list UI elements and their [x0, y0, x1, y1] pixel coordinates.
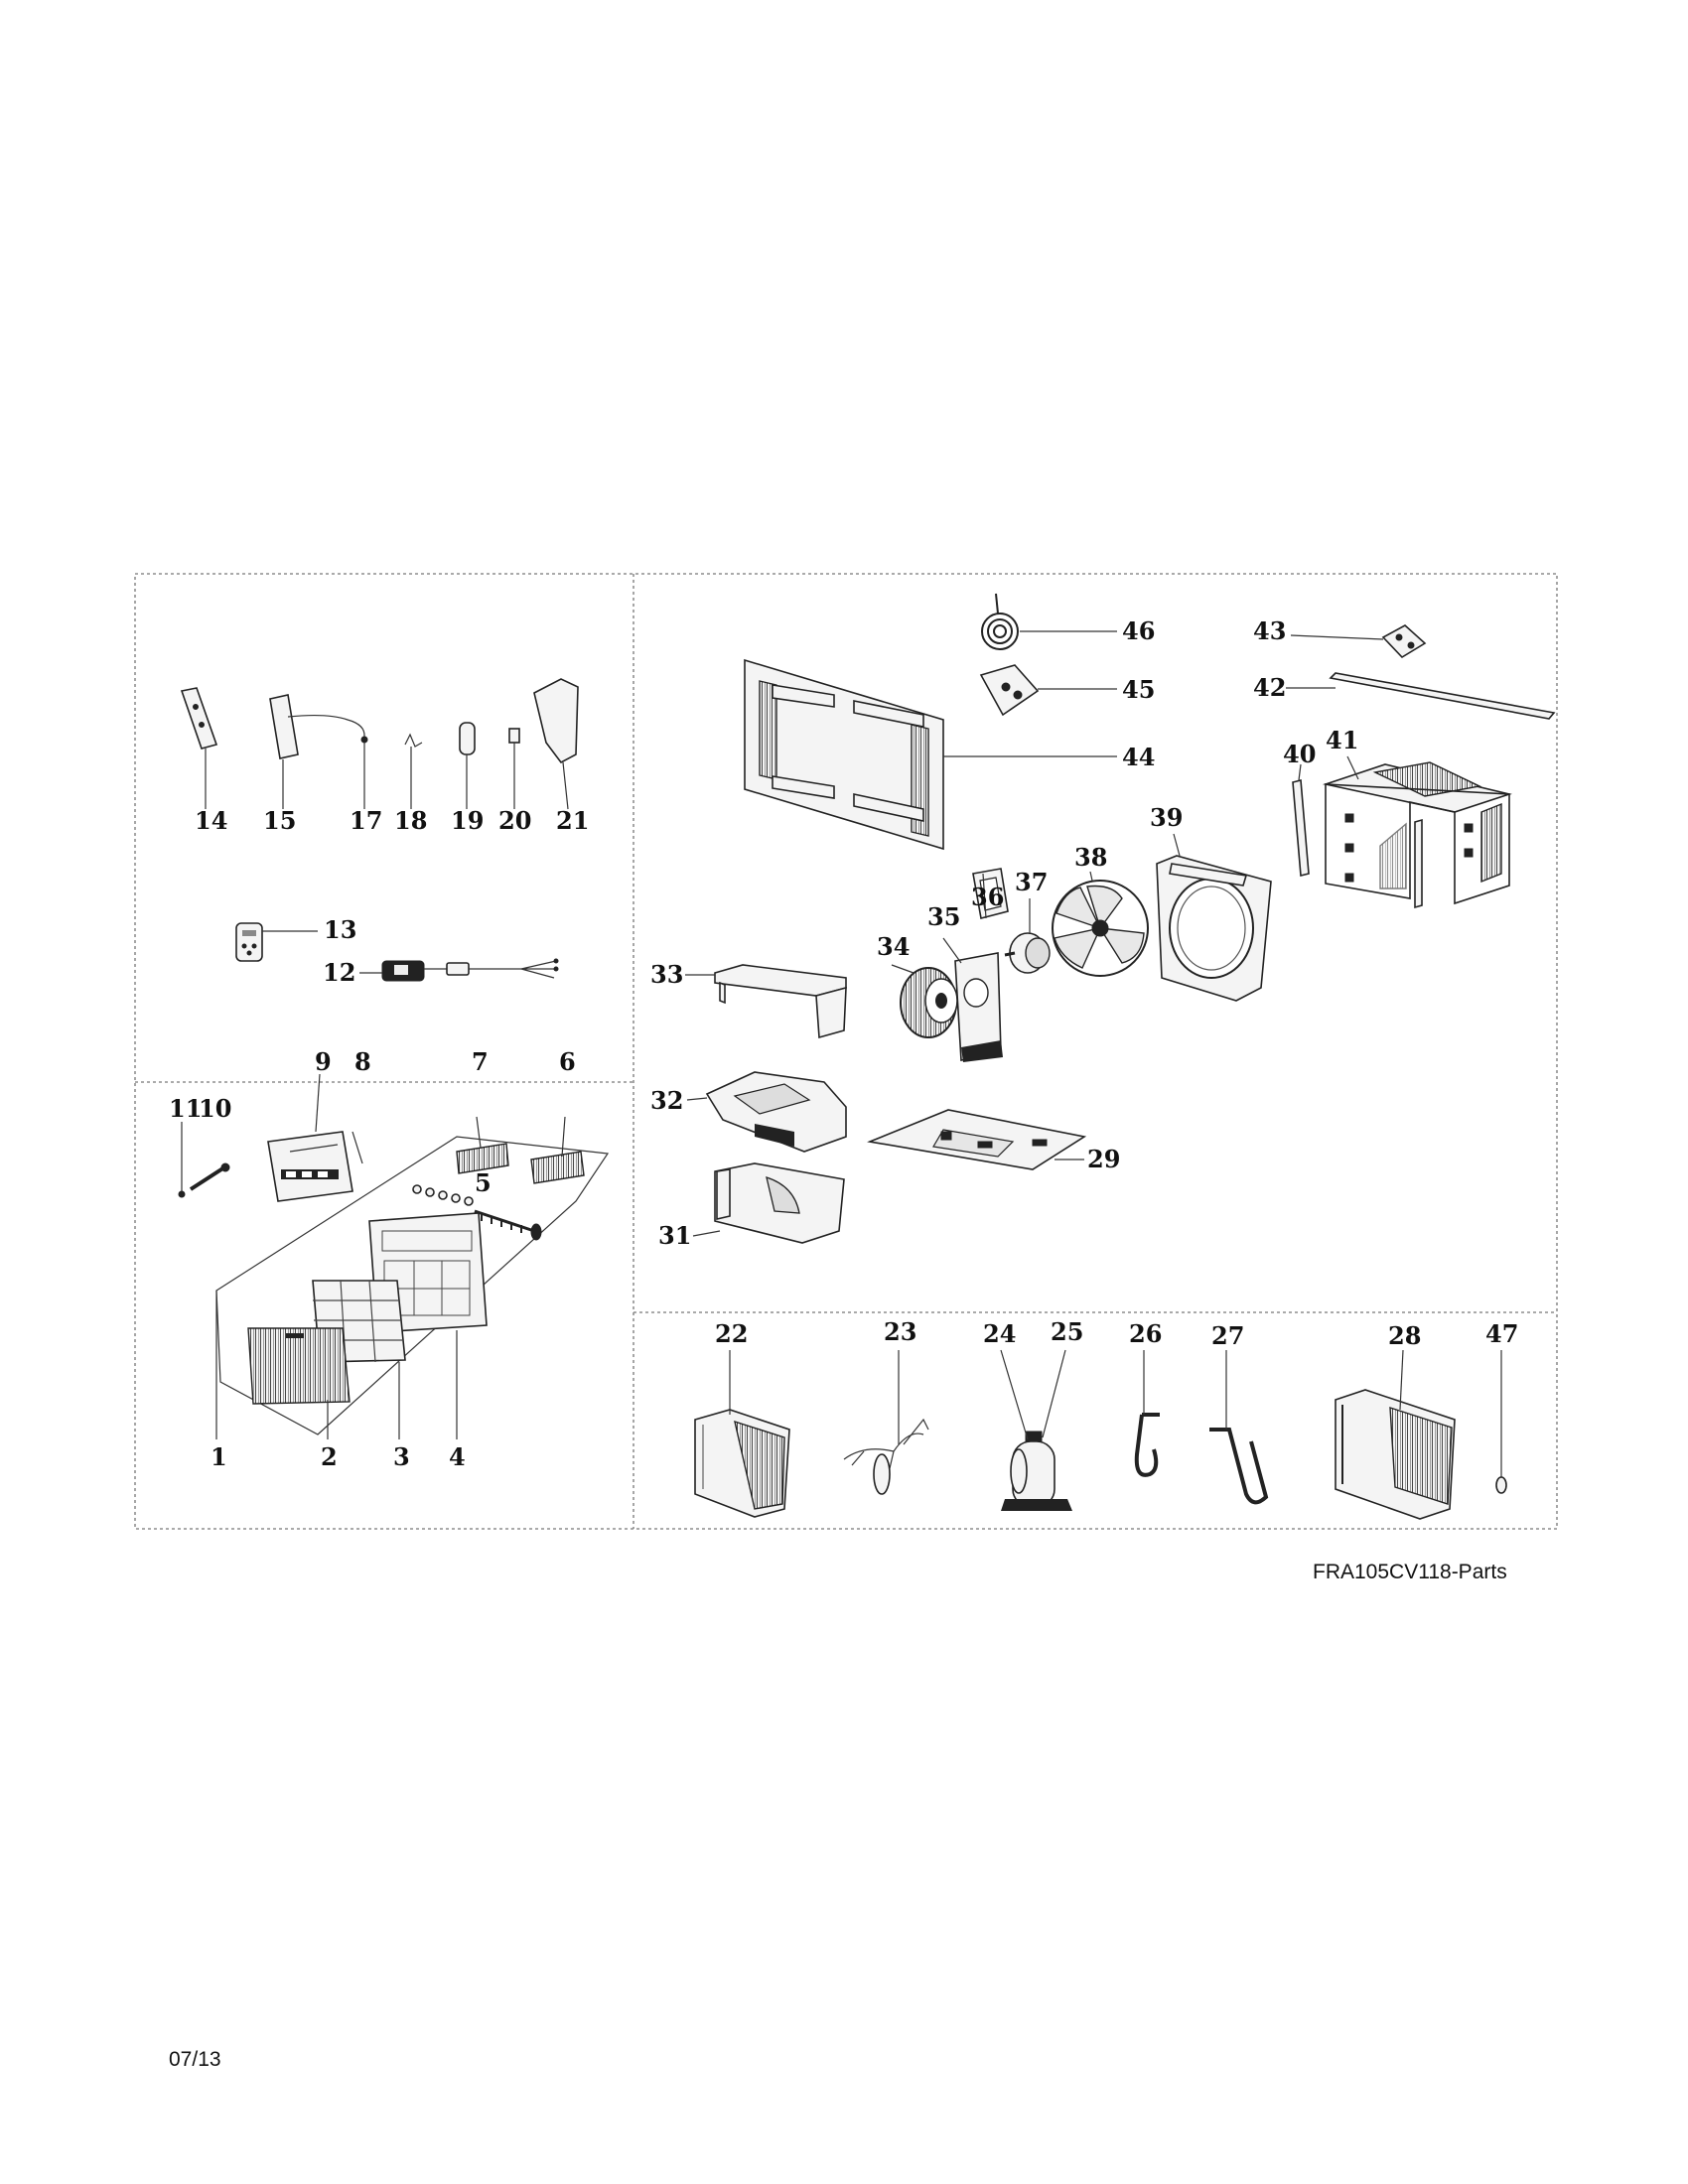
part-2-front-grille: [247, 1327, 351, 1405]
part-44-window-frame: [744, 658, 944, 851]
part-29-base-pan: [867, 1109, 1087, 1170]
callout-17: 17: [350, 806, 382, 835]
part-27-tube-bend: [1209, 1428, 1269, 1505]
part-40-side-strip: [1292, 778, 1310, 878]
callout-39: 39: [1150, 803, 1183, 832]
callout-3: 3: [393, 1442, 410, 1471]
part-13-remote-control: [235, 922, 263, 962]
callout-45: 45: [1122, 675, 1155, 704]
callout-5: 5: [475, 1168, 492, 1197]
callout-20: 20: [498, 806, 531, 835]
callout-32: 32: [650, 1086, 683, 1115]
part-41-cabinet: [1322, 761, 1512, 909]
callout-25: 25: [1051, 1317, 1083, 1346]
part-38-fan-blade: [1052, 880, 1149, 977]
callout-29: 29: [1087, 1145, 1120, 1173]
part-39-shroud: [1156, 855, 1272, 1002]
callout-43: 43: [1253, 616, 1286, 645]
part-34-blower-wheel: [900, 967, 958, 1038]
part-37-fan-motor: [1004, 932, 1051, 974]
part-24-compressor: [1001, 1431, 1072, 1511]
part-7-vertical-louver: [456, 1143, 509, 1174]
part-17-sensor-wire: [287, 714, 368, 744]
callout-11: 11: [169, 1094, 202, 1123]
callout-2: 2: [321, 1442, 338, 1471]
callout-41: 41: [1326, 726, 1358, 754]
part-28-condenser-coil: [1335, 1389, 1456, 1520]
part-8-screw: [352, 1131, 363, 1164]
date-code: 07/13: [169, 2048, 221, 2071]
part-19-capacitor: [459, 722, 476, 755]
callout-22: 22: [715, 1319, 748, 1348]
callout-12: 12: [323, 958, 355, 987]
callout-4: 4: [449, 1442, 466, 1471]
part-10-rod: [189, 1162, 230, 1191]
callout-36: 36: [971, 883, 1004, 911]
callout-14: 14: [195, 806, 227, 835]
callout-8: 8: [354, 1047, 371, 1076]
assembly-outline: [215, 1136, 610, 1435]
part-14-control-board: [180, 687, 218, 750]
diagram-frame: [134, 573, 1558, 1530]
part-45-bracket: [979, 664, 1040, 717]
callout-9: 9: [315, 1047, 332, 1076]
callout-23: 23: [884, 1317, 916, 1346]
part-9-display-window: [267, 1131, 353, 1202]
callout-7: 7: [472, 1047, 489, 1076]
callout-46: 46: [1122, 616, 1155, 645]
part-6-vertical-louver: [530, 1151, 585, 1184]
callout-27: 27: [1211, 1321, 1244, 1350]
model-parts-caption: FRA105CV118-Parts: [1313, 1561, 1507, 1583]
part-31-evaporator-housing: [714, 1162, 845, 1244]
callout-47: 47: [1485, 1319, 1518, 1348]
callout-34: 34: [877, 932, 910, 961]
part-12-power-cord: [381, 958, 559, 982]
part-5-louver-link: [412, 1184, 542, 1241]
callout-35: 35: [927, 902, 960, 931]
part-18-clip: [404, 733, 423, 748]
part-35-motor-bracket: [954, 952, 1003, 1062]
part-11-screw: [178, 1122, 186, 1198]
callout-31: 31: [658, 1221, 691, 1250]
part-43-mount-plate: [1381, 624, 1427, 659]
callout-28: 28: [1388, 1321, 1421, 1350]
part-47-sensor: [1495, 1454, 1507, 1494]
callout-40: 40: [1283, 740, 1316, 768]
part-46-coil-spring: [981, 593, 1019, 650]
callout-18: 18: [394, 806, 427, 835]
callout-37: 37: [1015, 868, 1048, 896]
callout-38: 38: [1074, 843, 1107, 872]
callout-21: 21: [556, 806, 589, 835]
part-32-drain-pan: [705, 1071, 847, 1153]
callout-15: 15: [263, 806, 296, 835]
callout-19: 19: [451, 806, 484, 835]
callout-44: 44: [1122, 743, 1155, 771]
callout-33: 33: [650, 960, 683, 989]
callout-24: 24: [983, 1319, 1016, 1348]
callout-1: 1: [211, 1442, 227, 1471]
part-26-tube-bend: [1134, 1413, 1160, 1477]
callout-6: 6: [559, 1047, 576, 1076]
part-15-display-board: [269, 694, 299, 759]
callout-labels: 14 15 17 18 19 20 21 13 12 11 10 9 8 7 6…: [169, 616, 1518, 1471]
callout-10: 10: [199, 1094, 231, 1123]
callout-26: 26: [1129, 1319, 1162, 1348]
part-21-control-box: [533, 678, 579, 764]
callout-13: 13: [324, 915, 356, 944]
part-42-seal-strip: [1329, 672, 1556, 720]
part-22-evaporator-coil: [694, 1409, 790, 1518]
part-23-tubing-assembly: [843, 1418, 929, 1495]
part-20-relay: [508, 728, 520, 744]
callout-42: 42: [1253, 673, 1286, 702]
part-33-top-cover: [714, 964, 847, 1039]
